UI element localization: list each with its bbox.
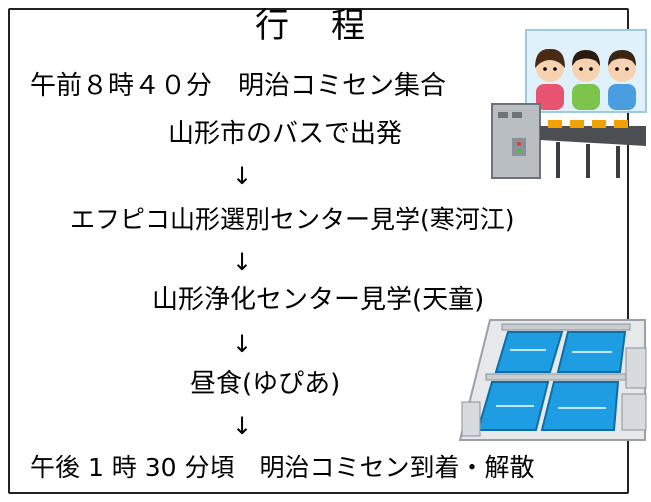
recycling-plant-illustration (491, 29, 647, 179)
person-icon (572, 50, 600, 110)
schedule-lunch: 昼食(ゆぴあ) (190, 369, 341, 399)
person-icon (608, 50, 636, 110)
sewage-treatment-illustration (458, 319, 647, 441)
arrow-down-icon: ↓ (232, 248, 253, 276)
title-char-1: 行 (255, 6, 291, 46)
person-icon (535, 48, 565, 110)
schedule-depart: 山形市のバスで出発 (168, 119, 403, 149)
page-title: 行程 (255, 9, 367, 43)
schedule-visit-1: エフピコ山形選別センター見学(寒河江) (70, 205, 515, 234)
schedule-end: 午後 1 時 30 分頃 明治コミセン到着・解散 (30, 453, 535, 482)
arrow-down-icon: ↓ (232, 330, 253, 358)
title-char-2: 程 (331, 6, 367, 46)
arrow-down-icon: ↓ (232, 162, 253, 190)
schedule-start: 午前８時４０分 明治コミセン集合 (30, 71, 447, 101)
schedule-visit-2: 山形浄化センター見学(天童) (152, 285, 485, 315)
arrow-down-icon: ↓ (232, 412, 253, 440)
